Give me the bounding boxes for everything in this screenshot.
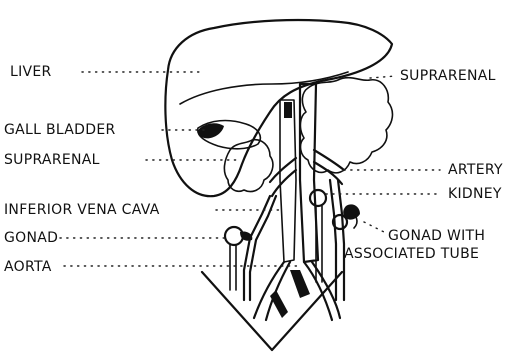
label-artery: ARTERY — [448, 162, 503, 178]
artery-branch-left — [270, 158, 296, 196]
pelvic-dark-left — [270, 290, 288, 318]
label-inferior-vena-cava: INFERIOR VENA CAVA — [4, 202, 160, 218]
label-associated-tube: ASSOCIATED TUBE — [344, 246, 479, 262]
pelvic-frame — [202, 272, 342, 350]
label-gall-bladder: GALL BLADDER — [4, 122, 116, 138]
ivc-dark-top — [284, 102, 292, 118]
leader-suprarenal-right — [370, 76, 396, 78]
label-gonad: GONAD — [4, 230, 58, 246]
label-kidney: KIDNEY — [448, 186, 502, 202]
artery-branch-right — [314, 150, 344, 184]
label-aorta: AORTA — [4, 259, 52, 275]
label-liver: LIVER — [10, 64, 52, 80]
left-gonad-shape — [225, 227, 243, 245]
liver-lobe-line — [180, 72, 348, 104]
pelvic-dark-right — [290, 270, 310, 298]
label-suprarenal-right: SUPRARENAL — [400, 68, 496, 84]
label-gonad-with: GONAD WITH — [388, 228, 485, 244]
leader-gonad-with — [364, 222, 388, 234]
left-gonad-stalk — [230, 245, 236, 290]
right-kidney-shape — [310, 190, 326, 206]
left-tube — [244, 196, 276, 300]
label-suprarenal-left: SUPRARENAL — [4, 152, 100, 168]
